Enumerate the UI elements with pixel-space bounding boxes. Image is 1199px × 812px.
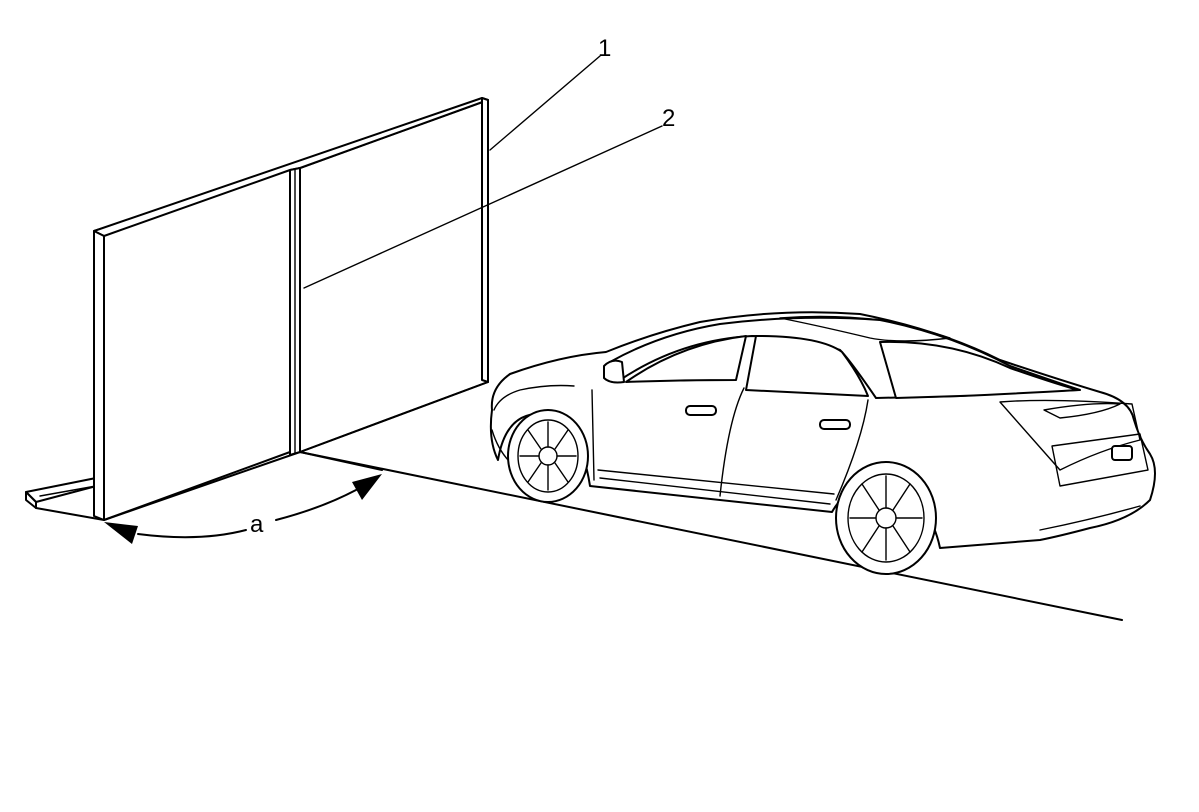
front-tire <box>507 409 589 503</box>
front-wheel <box>507 409 589 503</box>
angle-indicator: a <box>104 474 382 544</box>
vehicle-tail-panel <box>1051 433 1149 487</box>
angle-arc-right <box>275 489 357 521</box>
callouts: 1 2 <box>303 35 675 289</box>
front-rim <box>517 419 579 493</box>
floor-line-left <box>299 451 383 471</box>
vehicle-sill-upper <box>597 469 835 495</box>
vehicle-bumper-line <box>1039 505 1141 531</box>
vehicle-mirror <box>603 359 625 384</box>
vehicle-license-plate <box>1111 445 1133 461</box>
vehicle-spoiler <box>1043 402 1121 419</box>
vehicle-front-door-edge <box>591 389 595 481</box>
vehicle-rear-door-edge <box>835 399 869 501</box>
board-base-foot <box>25 477 105 503</box>
callout-1-leader <box>489 55 601 151</box>
vehicle-rear-handle <box>819 419 851 430</box>
angle-arrowhead-right <box>352 474 382 500</box>
vehicle-front-window <box>625 335 747 383</box>
board-right-edge <box>481 97 489 383</box>
board-left-edge <box>93 230 105 521</box>
rear-tire <box>835 461 937 575</box>
vehicle-sill <box>599 477 831 505</box>
vehicle-front-handle <box>685 405 717 416</box>
angle-arrowhead-left <box>104 522 138 544</box>
vehicle-door-split <box>719 387 745 497</box>
angle-arc-left <box>137 529 247 539</box>
vehicle <box>489 311 1156 549</box>
target-board <box>25 97 489 521</box>
vehicle-trunk <box>999 399 1141 471</box>
rear-rim <box>847 473 925 563</box>
vehicle-rear-glass <box>879 340 1079 399</box>
angle-label: a <box>250 511 264 538</box>
rear-spokes <box>849 475 923 561</box>
callout-2-label: 2 <box>662 105 675 132</box>
callout-1-label: 1 <box>598 35 611 62</box>
floor-lines <box>299 451 1123 621</box>
board-base-edge <box>35 507 105 521</box>
floor-line-right <box>299 451 1123 621</box>
front-spokes <box>519 421 577 491</box>
vehicle-rear-window <box>745 335 869 397</box>
vehicle-sunroof <box>779 315 951 342</box>
vehicle-hood-line <box>493 384 575 411</box>
rear-wheel <box>835 461 937 575</box>
callout-2-leader <box>303 125 663 289</box>
